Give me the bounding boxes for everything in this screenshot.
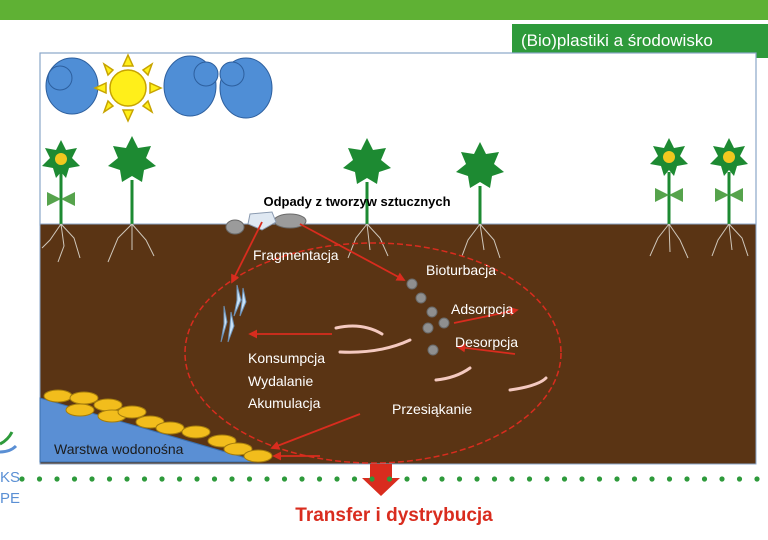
top-bar	[0, 0, 768, 20]
divider-dot	[106, 476, 113, 482]
aquifer-pebbles	[43, 389, 273, 463]
divider-dot	[526, 476, 533, 482]
divider-dot	[211, 476, 218, 482]
divider-dot	[281, 476, 288, 482]
microplastic-beads	[406, 278, 450, 356]
bioturbation-label: Bioturbacja	[426, 262, 496, 278]
divider-dot	[194, 476, 200, 482]
accumulation-label: Akumulacja	[248, 395, 321, 411]
divider-dot	[176, 476, 183, 482]
divider-dot	[491, 476, 498, 482]
divider-dot	[561, 476, 568, 482]
cloud-icon	[219, 57, 273, 119]
footer-title: Transfer i dystrybucja	[295, 505, 493, 526]
divider-dot	[386, 476, 393, 482]
page-title: (Bio)plastiki a środowisko	[512, 24, 768, 58]
logo-text-top: KS	[0, 469, 20, 486]
divider-dot	[299, 476, 305, 482]
divider-dot	[89, 476, 95, 482]
flower-plant-icon	[649, 138, 689, 259]
logo: KS PE	[0, 431, 20, 507]
desorption-label: Desorpcja	[455, 334, 518, 350]
divider-dot	[421, 476, 428, 482]
divider-dot	[334, 476, 340, 482]
divider-dot	[439, 476, 445, 482]
divider-dot	[614, 476, 620, 482]
divider-dot	[544, 476, 550, 482]
excretion-label: Wydalanie	[248, 373, 313, 389]
transfer-ellipse	[184, 242, 562, 464]
divider-dot	[36, 476, 43, 482]
divider-dot	[631, 476, 638, 482]
divider-dot	[701, 476, 708, 482]
divider-dot	[246, 476, 253, 482]
divider-dot	[141, 476, 148, 482]
aquifer-label: Warstwa wodonośna	[54, 441, 184, 457]
down-arrow-icon	[362, 464, 400, 496]
sky-frame	[39, 52, 757, 226]
plastic-waste-icon	[225, 211, 307, 235]
cloud-icon	[163, 55, 219, 117]
divider-dot	[509, 476, 515, 482]
plant-icon	[456, 142, 504, 259]
divider-dot	[71, 476, 78, 482]
divider-dot	[596, 476, 603, 482]
divider-dot	[159, 476, 165, 482]
divider-dot	[316, 476, 323, 482]
divider-dot	[684, 476, 690, 482]
bioturbation-curves	[334, 324, 548, 392]
divider-dot	[19, 476, 25, 482]
divider-dot	[649, 476, 655, 482]
divider-dot	[579, 476, 585, 482]
divider-dot	[351, 476, 358, 482]
cloud-icon	[45, 57, 99, 115]
divider-dot	[404, 476, 410, 482]
divider-dot	[736, 476, 743, 482]
consumption-label: Konsumpcja	[248, 350, 325, 366]
adsorption-label: Adsorpcja	[451, 301, 513, 317]
aquifer-layer	[39, 397, 261, 463]
waste-label: Odpady z tworzyw sztucznych	[263, 194, 450, 209]
divider-dot	[754, 476, 760, 482]
plant-icon	[107, 136, 156, 263]
logo-text-bottom: PE	[0, 490, 20, 507]
leaching-label: Przesiąkanie	[392, 401, 472, 417]
flower-plant-icon	[710, 138, 749, 257]
flower-plant-icon	[41, 140, 81, 263]
divider-dot	[54, 476, 60, 482]
divider-dot	[719, 476, 725, 482]
plastic-fragments	[220, 284, 247, 343]
divider-dot	[124, 476, 130, 482]
sun-icon	[93, 53, 163, 123]
divider-dot	[229, 476, 235, 482]
dotted-divider	[19, 476, 760, 482]
divider-dot	[666, 476, 673, 482]
divider-dot	[474, 476, 480, 482]
divider-dot	[369, 476, 375, 482]
process-arrows	[231, 221, 519, 461]
fragmentation-label: Fragmentacja	[253, 247, 339, 263]
divider-dot	[456, 476, 463, 482]
divider-dot	[264, 476, 270, 482]
